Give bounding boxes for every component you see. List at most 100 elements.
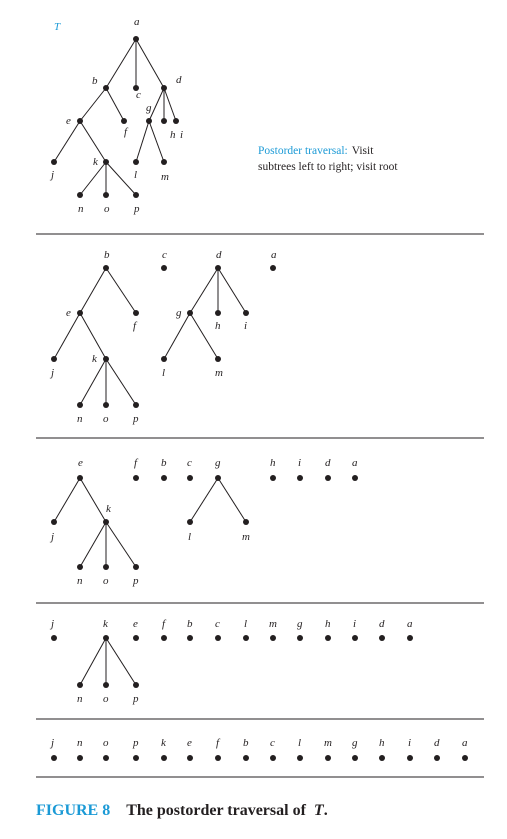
caption-tree: T: [314, 802, 325, 819]
node-i: [297, 475, 303, 481]
edge-k-n: [79, 521, 107, 568]
node-label-h: h: [215, 320, 221, 332]
node-a: [270, 265, 276, 271]
node-m: [243, 519, 249, 525]
node-e: [133, 635, 139, 641]
node-label-c: c: [187, 457, 192, 469]
edge-g-m: [217, 477, 247, 523]
node-f: [215, 755, 221, 761]
node-g: [215, 475, 221, 481]
node-b: [243, 755, 249, 761]
node-o: [103, 755, 109, 761]
node-f: [133, 475, 139, 481]
edge-e-k: [79, 120, 107, 163]
edge-k-n: [79, 161, 107, 196]
node-n: [77, 402, 83, 408]
node-l: [297, 755, 303, 761]
node-e: [187, 755, 193, 761]
edge-g-l: [135, 120, 150, 163]
node-d: [325, 475, 331, 481]
node-label-m: m: [242, 531, 250, 543]
node-label-g: g: [146, 102, 152, 114]
node-a: [407, 635, 413, 641]
edge-b-f: [105, 267, 137, 314]
node-h: [215, 310, 221, 316]
node-e: [77, 475, 83, 481]
node-label-o: o: [103, 737, 109, 749]
node-d: [161, 85, 167, 91]
annotation-visit: Visit: [352, 145, 374, 157]
edge-k-n: [79, 637, 107, 686]
node-label-e: e: [66, 307, 71, 319]
node-j: [51, 159, 57, 165]
edge-g-m: [189, 312, 219, 360]
node-l: [161, 356, 167, 362]
edge-e-j: [53, 120, 81, 163]
node-c: [215, 635, 221, 641]
edge-d-g: [189, 267, 219, 314]
node-m: [161, 159, 167, 165]
node-label-n: n: [77, 693, 83, 705]
node-label-b: b: [104, 249, 110, 261]
node-l: [133, 159, 139, 165]
node-label-l: l: [298, 737, 301, 749]
node-c: [187, 475, 193, 481]
node-l: [187, 519, 193, 525]
node-label-o: o: [103, 413, 109, 425]
node-h: [325, 635, 331, 641]
node-j: [51, 635, 57, 641]
node-label-j: j: [49, 169, 54, 181]
node-label-d: d: [434, 737, 440, 749]
node-label-j: j: [49, 737, 54, 749]
node-label-d: d: [176, 74, 182, 86]
node-label-a: a: [134, 16, 140, 28]
node-label-m: m: [161, 171, 169, 183]
node-label-e: e: [133, 618, 138, 630]
node-p: [133, 192, 139, 198]
node-a: [133, 36, 139, 42]
node-h: [270, 475, 276, 481]
node-m: [215, 356, 221, 362]
node-label-b: b: [187, 618, 193, 630]
node-label-m: m: [324, 737, 332, 749]
node-label-h: h: [170, 129, 176, 141]
node-label-m: m: [269, 618, 277, 630]
node-label-o: o: [103, 693, 109, 705]
node-label-n: n: [77, 575, 83, 587]
node-f: [133, 310, 139, 316]
node-label-o: o: [104, 203, 110, 215]
node-label-c: c: [162, 249, 167, 261]
node-label-j: j: [49, 367, 54, 379]
node-label-a: a: [352, 457, 358, 469]
node-n: [77, 564, 83, 570]
node-label-f: f: [162, 618, 167, 630]
node-n: [77, 755, 83, 761]
node-m: [325, 755, 331, 761]
node-j: [51, 519, 57, 525]
node-i: [173, 118, 179, 124]
node-f: [121, 118, 127, 124]
annotation-line2: subtrees left to right; visit root: [258, 161, 398, 173]
edge-b-f: [105, 87, 125, 122]
node-label-n: n: [77, 413, 83, 425]
node-i: [243, 310, 249, 316]
node-label-c: c: [270, 737, 275, 749]
node-p: [133, 682, 139, 688]
node-label-a: a: [271, 249, 277, 261]
node-k: [161, 755, 167, 761]
node-label-i: i: [408, 737, 411, 749]
node-k: [103, 159, 109, 165]
node-label-a: a: [462, 737, 468, 749]
node-g: [187, 310, 193, 316]
edge-g-l: [163, 312, 191, 360]
node-label-g: g: [215, 457, 221, 469]
annotation-title: Postorder traversal:: [258, 145, 348, 157]
node-label-c: c: [136, 89, 141, 101]
node-label-i: i: [180, 129, 183, 141]
node-label-l: l: [134, 169, 137, 181]
node-label-j: j: [49, 531, 54, 543]
node-d: [215, 265, 221, 271]
node-p: [133, 402, 139, 408]
node-label-e: e: [187, 737, 192, 749]
